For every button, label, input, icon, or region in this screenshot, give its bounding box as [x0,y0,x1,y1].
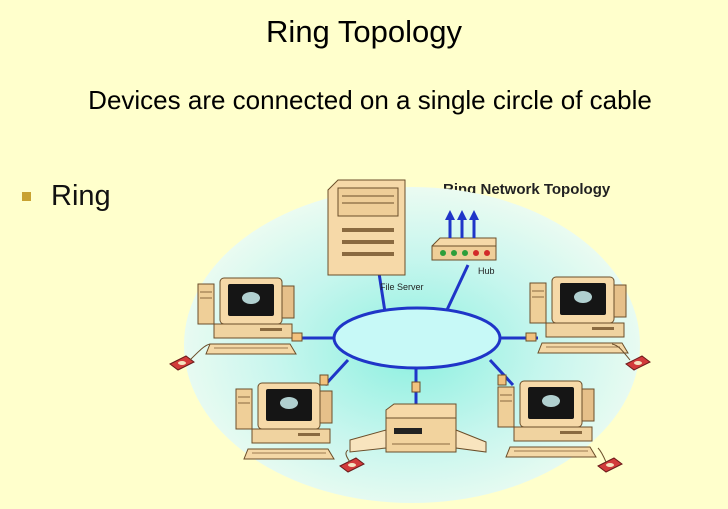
hub-icon [431,210,497,261]
mouse-icon [597,457,623,473]
diagram-title: Ring Network Topology [443,181,611,198]
bullet-text: Ring [51,180,111,212]
ring-cable [332,306,502,370]
printer-icon [349,403,487,453]
hub-label: Hub [478,266,495,276]
file-server-icon [327,179,406,276]
mouse-cords [189,343,631,463]
slide-subtitle: Devices are connected on a single circle… [88,85,652,115]
file-server-label: File Server [380,282,424,292]
bullet-item: Ring [22,180,111,213]
bullet-marker [22,192,31,201]
connectors [291,332,537,393]
slide-title: Ring Topology [266,14,462,49]
